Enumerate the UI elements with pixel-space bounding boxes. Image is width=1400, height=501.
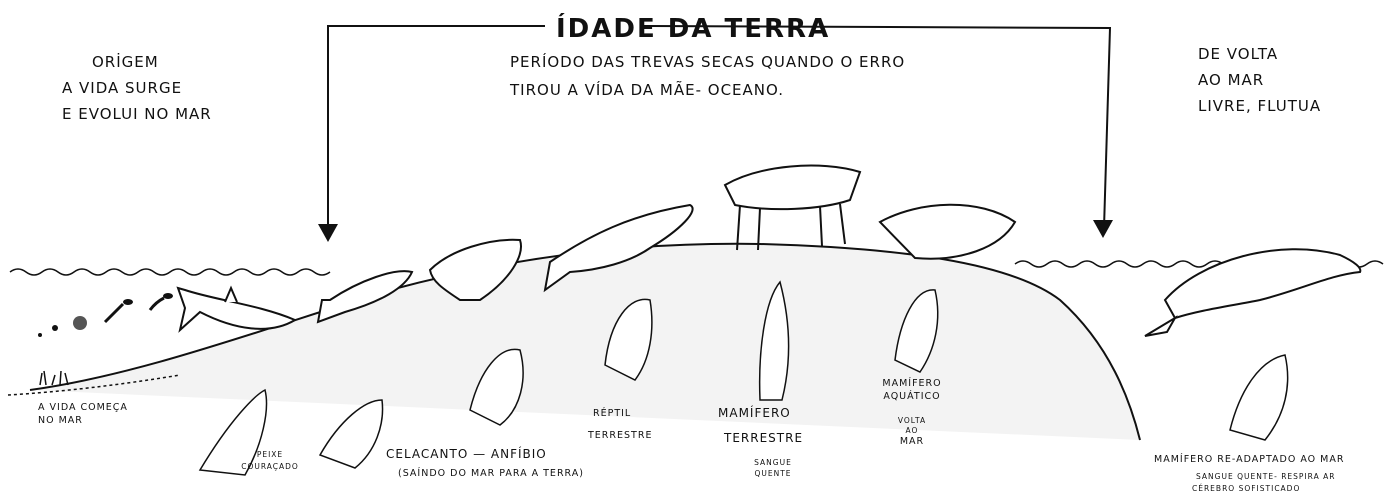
left-arrowhead — [318, 224, 338, 242]
early-life — [38, 293, 173, 337]
reptile-line-1: RÉPTIL — [593, 408, 632, 419]
amphibian-figure — [428, 238, 522, 301]
origin-line-3: E EVOLUI NO MAR — [62, 105, 212, 123]
return-line-3: LIVRE, FLUTUA — [1198, 97, 1322, 115]
coelacanth-line-1: CELACANTO — ANFÍBIO — [386, 447, 547, 461]
land-mammal-line-4: QUENTE — [754, 469, 792, 478]
dolphin-figure — [1144, 248, 1362, 337]
land-mammal-line-3: SANGUE — [754, 458, 792, 467]
reptile-line-2: TERRESTRE — [588, 430, 653, 441]
earth-hill — [29, 242, 1141, 441]
aquatic-mammal-line-2: AQUÁTICO — [883, 391, 941, 402]
aquatic-mammal-line-1: MAMÍFERO — [882, 378, 942, 389]
seafloor — [7, 374, 181, 396]
land-mammal-line-1: MAMÍFERO — [718, 406, 791, 420]
return-line-2: AO MAR — [1198, 71, 1265, 89]
right-arrowhead — [1093, 220, 1113, 238]
life-begins-line-1: A VIDA COMEÇA — [38, 402, 128, 413]
era-description-line-2: TIROU A VÍDA DA MÃE- OCEANO. — [510, 81, 784, 99]
seaweed — [39, 370, 69, 386]
aquatic-mammal-line-5: MAR — [899, 436, 925, 447]
armored-fish-line-2: COURAÇADO — [241, 462, 299, 471]
land-mammal-figure — [723, 164, 862, 251]
coelacanth-figure — [316, 270, 414, 324]
return-line-1: DE VOLTA — [1198, 45, 1279, 63]
readapted-line-3: CÉREBRO SOFISTICADO — [1192, 484, 1301, 493]
aquatic-mammal-figure — [878, 203, 1017, 260]
armored-fish-line-1: PEIXE — [256, 450, 284, 459]
origin-line-2: A VIDA SURGE — [62, 79, 183, 97]
readapted-line-1: MAMÍFERO RE-ADAPTADO AO MAR — [1154, 454, 1345, 465]
era-description-line-1: PERÍODO DAS TREVAS SECAS QUANDO O ERRO — [510, 53, 906, 71]
era-bracket — [327, 25, 1112, 232]
shark-figure — [176, 285, 298, 333]
aquatic-mammal-line-4: AO — [905, 426, 919, 435]
reptile-figure — [543, 203, 694, 293]
coelacanth-line-2: (SAÍNDO DO MAR PARA A TERRA) — [398, 468, 584, 479]
origin-line-1: ORİGEM — [92, 53, 159, 71]
aquatic-mammal-line-3: VOLTA — [897, 416, 927, 425]
sea-waves-left — [9, 268, 331, 276]
era-title: ÍDADE DA TERRA — [556, 14, 831, 44]
life-begins-line-2: NO MAR — [38, 415, 83, 426]
fin-drawings — [198, 280, 1289, 476]
readapted-line-2: SANGUE QUENTE- RESPIRA AR — [1196, 472, 1336, 481]
land-mammal-line-2: TERRESTRE — [724, 431, 804, 445]
